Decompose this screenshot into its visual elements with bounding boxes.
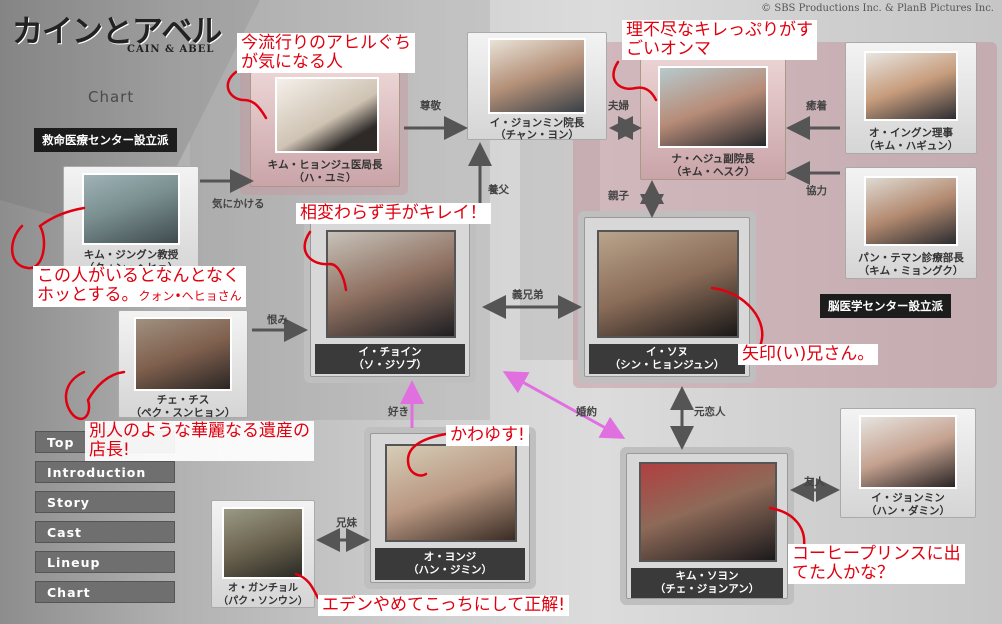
actor-oh-ingun: （キム・ハギュン） — [863, 140, 959, 152]
portrait-pan-teman — [864, 176, 958, 246]
rel-label-cooperation: 協力 — [806, 185, 827, 197]
nav-chart[interactable]: Chart — [35, 581, 175, 603]
card-kim-jingun[interactable]: キム・ジングン教授 （クォン・ヘヒョ） — [63, 166, 199, 276]
rel-label-cares-about: 気にかける — [212, 198, 265, 210]
name-che-chisu: チェ・チス — [156, 394, 210, 406]
card-pan-teman[interactable]: パン・テマン診療部長 （キム・ミョングク） — [845, 167, 977, 279]
annotation-note-4-small: クォン•ヘヒョさん — [138, 289, 242, 303]
name-kim-jingun: キム・ジングン教授 — [83, 249, 179, 261]
group-label-emergency: 救命医療センター設立派 — [34, 128, 177, 152]
site-logo[interactable]: カインとアベル CAIN & ABEL — [12, 6, 222, 55]
annotation-note-5: 矢印(い)兄さん。 — [738, 344, 879, 365]
name-lee-jongmin: イ・ジョンミン — [871, 492, 945, 504]
rel-label-sworn-brothers: 義兄弟 — [512, 289, 544, 301]
name-lee-choin: イ・チョイン — [358, 346, 422, 358]
rel-label-grudge: 恨み — [267, 314, 288, 326]
label-box-oh-yonji: オ・ヨンジ （ハン・ジミン） — [375, 548, 525, 580]
portrait-oh-yonji — [385, 444, 517, 542]
name-oh-yonji: オ・ヨンジ — [423, 551, 477, 563]
rel-label-married: 夫婦 — [608, 100, 629, 112]
card-kim-soyon[interactable]: キム・ソヨン （チェ・ジョンアン） — [626, 453, 788, 599]
annotation-note-6: 別人のような華麗なる遺産の 店長! — [85, 421, 314, 461]
label-box-lee-choin: イ・チョイン （ソ・ジソブ） — [315, 344, 465, 374]
portrait-lee-sonu — [597, 230, 739, 338]
name-kim-hyeonju: キム・ヒョンジュ医局長 — [267, 159, 383, 171]
name-lee-jongmin-director: イ・ジョンミン院長 — [489, 117, 585, 129]
name-oh-ganchol: オ・ガンチョル — [228, 583, 298, 594]
actor-che-chisu: （ペク・スンヒョン） — [130, 407, 236, 419]
portrait-na-heju — [658, 66, 768, 148]
portrait-kim-soyon — [639, 462, 777, 562]
logo-title: カインとアベル — [12, 14, 222, 50]
actor-lee-jongmin-director: （チャン・ヨン） — [495, 129, 579, 141]
actor-lee-sonu: （シン・ヒョンジュン） — [609, 359, 725, 371]
card-kim-hyeonju[interactable]: キム・ヒョンジュ医局長 （ハ・ユミ） — [250, 72, 400, 187]
nav-lineup[interactable]: Lineup — [35, 551, 175, 573]
portrait-kim-hyeonju — [275, 77, 379, 153]
nav-introduction[interactable]: Introduction — [35, 461, 175, 483]
rel-label-parent-child: 親子 — [608, 190, 629, 202]
annotation-note-8: コーヒープリンスに出 てた人かな？ — [788, 544, 965, 584]
annotation-note-3: 相変わらず手がキレイ！ — [296, 203, 491, 224]
portrait-lee-jongmin-director — [488, 38, 586, 114]
annotation-note-9: エデンやめてこっちにして正解! — [318, 595, 570, 616]
name-pan-teman: パン・テマン診療部長 — [858, 252, 964, 264]
portrait-che-chisu — [134, 317, 232, 391]
rel-label-respect: 尊敬 — [420, 100, 441, 112]
nav-story[interactable]: Story — [35, 491, 175, 513]
annotation-note-4: この人がいるとなんとなく ホッとする。クォン•ヘヒョさん — [33, 266, 246, 307]
name-oh-ingun: オ・イングン理事 — [869, 127, 953, 139]
label-box-kim-soyon: キム・ソヨン （チェ・ジョンアン） — [631, 568, 783, 598]
card-lee-choin[interactable]: イ・チョイン （ソ・ジソブ） — [310, 217, 470, 377]
actor-kim-hyeonju: （ハ・ユミ） — [293, 172, 357, 184]
card-che-chisu[interactable]: チェ・チス （ペク・スンヒョン） — [118, 310, 248, 419]
card-na-heju[interactable]: ナ・ヘジュ副院長 （キム・ヘスク） — [640, 55, 786, 180]
rel-label-siblings: 兄妹 — [336, 517, 357, 529]
portrait-oh-ganchol — [222, 507, 304, 579]
name-lee-sonu: イ・ソヌ — [646, 346, 688, 358]
annotation-note-4-main: この人がいるとなんとなく ホッとする。 — [37, 266, 240, 305]
rel-label-friends: 友人 — [804, 476, 825, 488]
page-title: Chart — [88, 88, 135, 106]
card-oh-yonji[interactable]: オ・ヨンジ （ハン・ジミン） — [370, 433, 530, 583]
annotation-note-2: 理不尽なキレっぷりがす ごいオンマ — [622, 20, 817, 60]
portrait-oh-ingun — [864, 51, 958, 121]
logo-subtitle: CAIN & ABEL — [127, 44, 215, 55]
actor-na-heju: （キム・ヘスク） — [671, 166, 755, 178]
label-box-lee-sonu: イ・ソヌ （シン・ヒョンジュン） — [589, 344, 745, 374]
actor-kim-soyon: （チェ・ジョンアン） — [654, 583, 760, 595]
actor-oh-ganchol: （パク・ソンウン） — [218, 596, 308, 607]
rel-label-collusion: 癒着 — [806, 100, 827, 112]
actor-lee-jongmin: （ハン・ダミン） — [866, 505, 950, 517]
annotation-note-7: かわゆす! — [446, 425, 529, 446]
annotation-note-1: 今流行りのアヒルぐち が気になる人 — [237, 33, 415, 73]
rel-label-engagement: 婚約 — [576, 406, 597, 418]
card-oh-ingun[interactable]: オ・イングン理事 （キム・ハギュン） — [845, 42, 977, 154]
name-kim-soyon: キム・ソヨン — [675, 570, 739, 582]
portrait-lee-jongmin — [859, 415, 957, 489]
group-label-brain: 脳医学センター設立派 — [820, 294, 951, 318]
actor-pan-teman: （キム・ミョングク） — [858, 265, 964, 277]
card-oh-ganchol[interactable]: オ・ガンチョル （パク・ソンウン） — [211, 500, 315, 608]
card-lee-jongmin[interactable]: イ・ジョンミン （ハン・ダミン） — [840, 408, 976, 518]
card-lee-jongmin-director[interactable]: イ・ジョンミン院長 （チャン・ヨン） — [467, 32, 607, 141]
copyright-text: © SBS Productions Inc. & PlanB Pictures … — [761, 3, 994, 14]
name-na-heju: ナ・ヘジュ副院長 — [671, 153, 755, 165]
portrait-lee-choin — [326, 230, 456, 338]
portrait-kim-jingun — [82, 173, 180, 245]
rel-label-loves: 好き — [388, 406, 409, 418]
actor-oh-yonji: （ハン・ジミン） — [408, 564, 492, 576]
rel-label-adoptive-father: 養父 — [488, 184, 509, 196]
rel-label-ex-lover: 元恋人 — [694, 406, 726, 418]
nav-cast[interactable]: Cast — [35, 521, 175, 543]
card-lee-sonu[interactable]: イ・ソヌ （シン・ヒョンジュン） — [584, 217, 750, 377]
side-navigation: Top Introduction Story Cast Lineup Chart — [35, 431, 175, 611]
actor-lee-choin: （ソ・ジソブ） — [353, 359, 427, 371]
